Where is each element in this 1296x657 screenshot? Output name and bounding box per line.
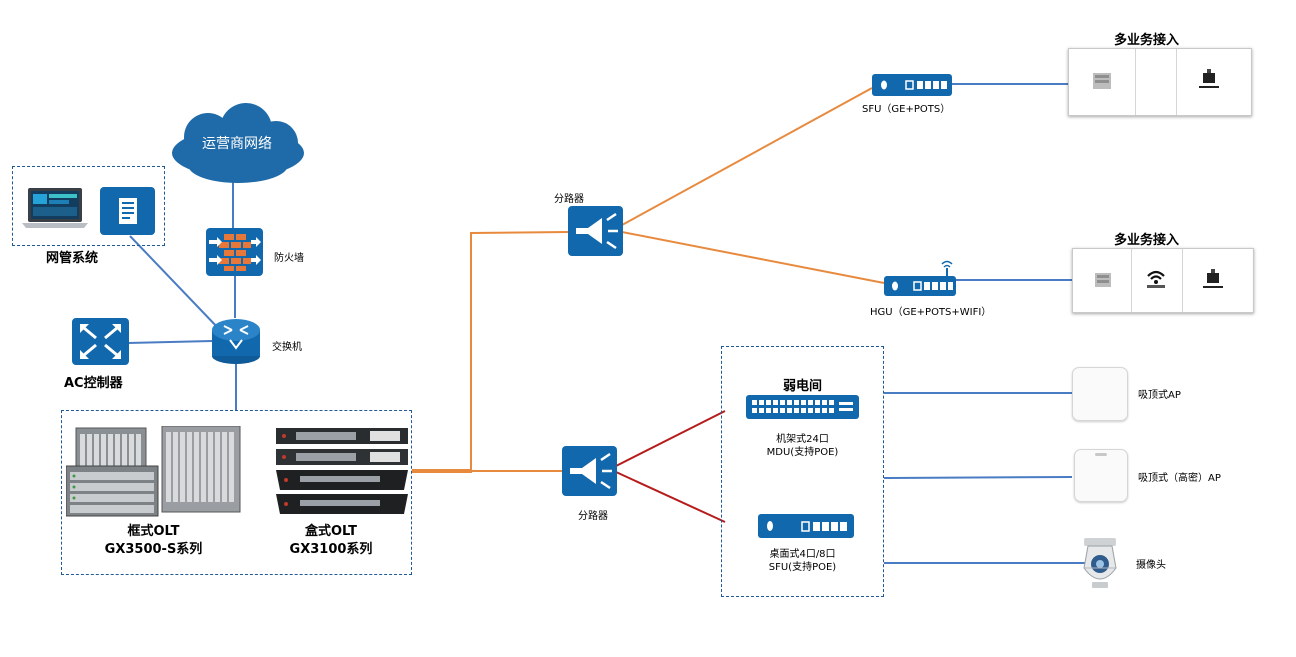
server-doc-icon — [100, 187, 155, 235]
chassis-olt-image — [66, 426, 241, 517]
desk-sfu-line1: 桌面式4口/8口 — [769, 549, 836, 560]
desk-sfu-line2: SFU(支持POE) — [768, 562, 837, 573]
link-splitter-hgu — [621, 231, 885, 284]
olt-group-box — [61, 410, 412, 575]
box-olt-image — [276, 428, 408, 514]
ceiling-ap-icon — [1072, 367, 1128, 421]
splitter-top-icon — [568, 206, 623, 256]
mdu-line1: 机架式24口 — [776, 434, 829, 445]
link-splitter2-mdu — [615, 410, 726, 467]
phone-icon-2 — [1203, 269, 1223, 288]
ceiling-ap-highdensity-icon — [1074, 449, 1128, 502]
phone-icon — [1199, 69, 1219, 88]
multi-service-title-2: 多业务接入 — [1114, 233, 1180, 248]
cloud-icon — [172, 103, 304, 183]
hgu-device-icon — [884, 260, 956, 296]
link-nms-switch — [129, 235, 221, 331]
ap1-label: 吸顶式AP — [1138, 390, 1181, 401]
weak-room-box — [721, 346, 884, 597]
weak-room-title: 弱电间 — [782, 379, 822, 394]
multi-service-panel-1 — [1068, 48, 1252, 116]
olt-box-series: GX3100系列 — [289, 542, 373, 557]
nms-label: 网管系统 — [46, 251, 99, 266]
splitter-bottom-icon — [562, 446, 617, 496]
mdu-device-icon — [746, 395, 859, 419]
nms-group-box — [12, 166, 165, 246]
camera-label: 摄像头 — [1136, 560, 1166, 571]
olt-chassis-series: GX3500-S系列 — [104, 542, 203, 557]
wifi-router-icon — [1147, 270, 1165, 288]
firewall-label: 防火墙 — [274, 253, 304, 264]
splitter-top-label: 分路器 — [554, 194, 584, 205]
sfu-device-icon — [872, 74, 952, 96]
sfu-label: SFU（GE+POTS） — [862, 104, 951, 115]
ac-label: AC控制器 — [64, 376, 123, 391]
link-ac-switch — [127, 340, 213, 344]
mdu-line2: MDU(支持POE) — [766, 447, 839, 458]
pc-icon-2 — [1095, 273, 1111, 287]
pc-icon — [1093, 73, 1111, 89]
camera-icon — [1083, 538, 1117, 588]
firewall-icon — [206, 228, 263, 276]
multi-service-title-1: 多业务接入 — [1114, 33, 1180, 48]
switch-label: 交换机 — [272, 342, 302, 353]
desk-sfu-device-icon — [758, 514, 854, 538]
link-olt-trunk — [412, 231, 569, 472]
switch-icon — [212, 319, 260, 364]
olt-chassis-name: 框式OLT — [127, 524, 180, 539]
olt-box-name: 盒式OLT — [304, 524, 358, 539]
ap2-label: 吸顶式（高密）AP — [1138, 473, 1221, 484]
laptop-icon — [22, 188, 88, 228]
link-mdu-ap2 — [883, 476, 1073, 479]
cloud-label: 运营商网络 — [202, 136, 272, 152]
ac-controller-icon — [72, 318, 129, 365]
splitter-bottom-label: 分路器 — [578, 511, 608, 522]
link-splitter2-sfu — [615, 471, 726, 523]
link-splitter-sfu — [621, 87, 873, 226]
multi-service-panel-2 — [1072, 248, 1254, 313]
hgu-label: HGU（GE+POTS+WIFI） — [870, 307, 992, 318]
